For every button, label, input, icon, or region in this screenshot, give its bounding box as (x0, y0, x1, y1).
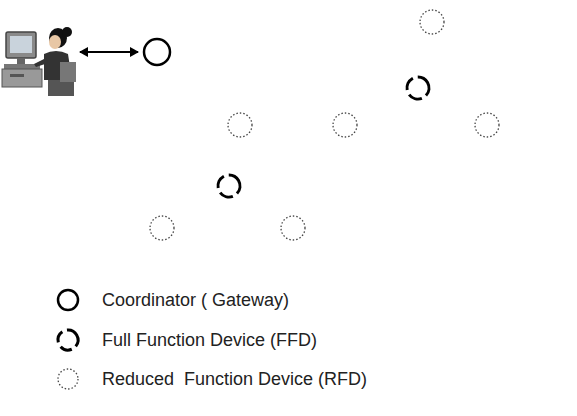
legend-rfd-sample (58, 369, 78, 389)
link-arrow (80, 51, 138, 53)
legend-text: Coordinator ( Gateway) (102, 289, 289, 311)
user-computer-icon (2, 27, 76, 96)
legend-coordinator-sample (58, 290, 78, 310)
legend-text: Full Function Device (FFD) (102, 329, 317, 351)
legend-text: Reduced Function Device (RFD) (102, 368, 367, 390)
coordinator-symbol (144, 39, 170, 65)
rfd-symbols (150, 10, 499, 240)
legend-ffd-sample (54, 326, 81, 353)
ffd-symbols (214, 73, 433, 201)
